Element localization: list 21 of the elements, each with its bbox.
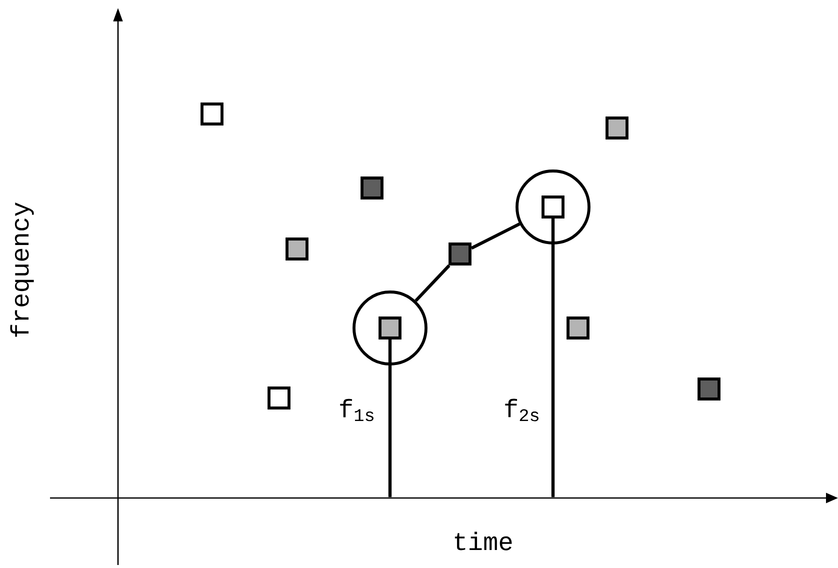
- square-marker: [606, 116, 628, 140]
- circle-marker: [352, 290, 428, 366]
- circle-marker: [516, 170, 590, 244]
- square-marker: [200, 102, 224, 126]
- square-marker: [566, 316, 590, 340]
- square-marker: [286, 238, 308, 260]
- frequency-label: f$_{2s}$: [505, 398, 538, 422]
- square-marker: [542, 196, 564, 218]
- connector-line: [414, 264, 450, 302]
- square-marker: [378, 316, 402, 340]
- x-axis: [50, 492, 838, 504]
- frequency-label: f$_{1s}$: [340, 398, 374, 422]
- axis-label: frequency: [10, 202, 34, 337]
- drop-line: [388, 339, 392, 498]
- square-marker: [448, 242, 472, 266]
- square-marker: [268, 386, 290, 410]
- connector-line: [470, 222, 520, 250]
- square-marker: [360, 176, 384, 200]
- axis-label: time: [454, 532, 512, 550]
- drop-line: [551, 218, 555, 498]
- square-marker: [698, 378, 720, 400]
